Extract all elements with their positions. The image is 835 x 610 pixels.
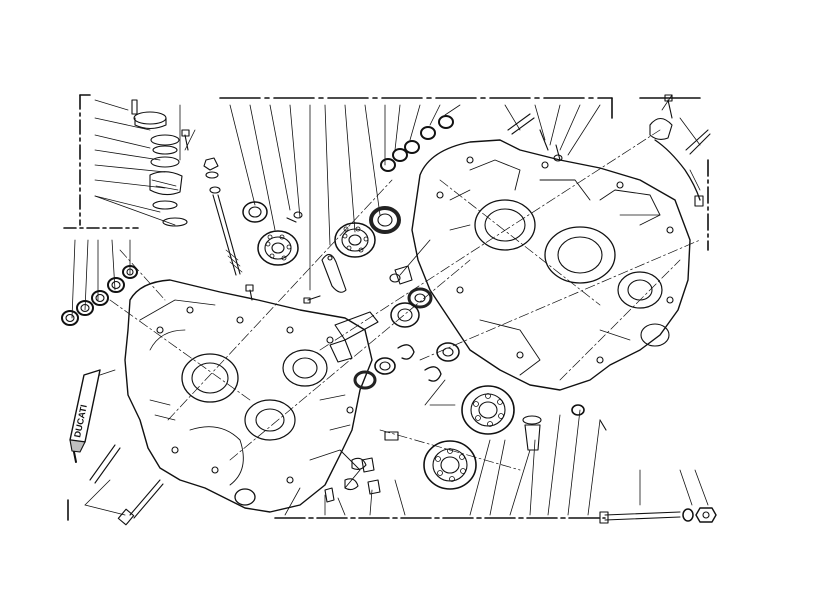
- reference-frame: [63, 94, 709, 521]
- axis-lines: [109, 129, 701, 471]
- leader-lines: [71, 94, 709, 516]
- bearing-stack-center: [353, 287, 460, 390]
- long-stud: [212, 194, 243, 276]
- bolts-top-right: [507, 94, 711, 162]
- pump-cover-assembly: [131, 99, 188, 227]
- seal-stack-left: [61, 265, 138, 326]
- small-bolt: [181, 129, 221, 194]
- bottom-small-parts: [324, 404, 607, 503]
- bearing-top-3: [334, 222, 376, 258]
- breather-fitting: [649, 117, 704, 207]
- bearing-bottom-large-2: [423, 440, 477, 490]
- oil-seal-top: [369, 206, 401, 234]
- seal-rings-top-row: [380, 115, 454, 172]
- bearing-top-2: [257, 230, 299, 266]
- long-bolt-bottom-right: [599, 507, 717, 524]
- sealant-tube: [69, 369, 101, 463]
- small-screws: [245, 211, 321, 304]
- bearing-bottom-large-1: [461, 385, 515, 435]
- bearing-top-1: [242, 201, 268, 223]
- long-bolts-left: [89, 444, 164, 526]
- crankcase-left-half: [124, 279, 379, 513]
- crankcase-right-half: [411, 139, 691, 391]
- retaining-plate: [321, 253, 347, 293]
- dowel-pins: [329, 265, 413, 363]
